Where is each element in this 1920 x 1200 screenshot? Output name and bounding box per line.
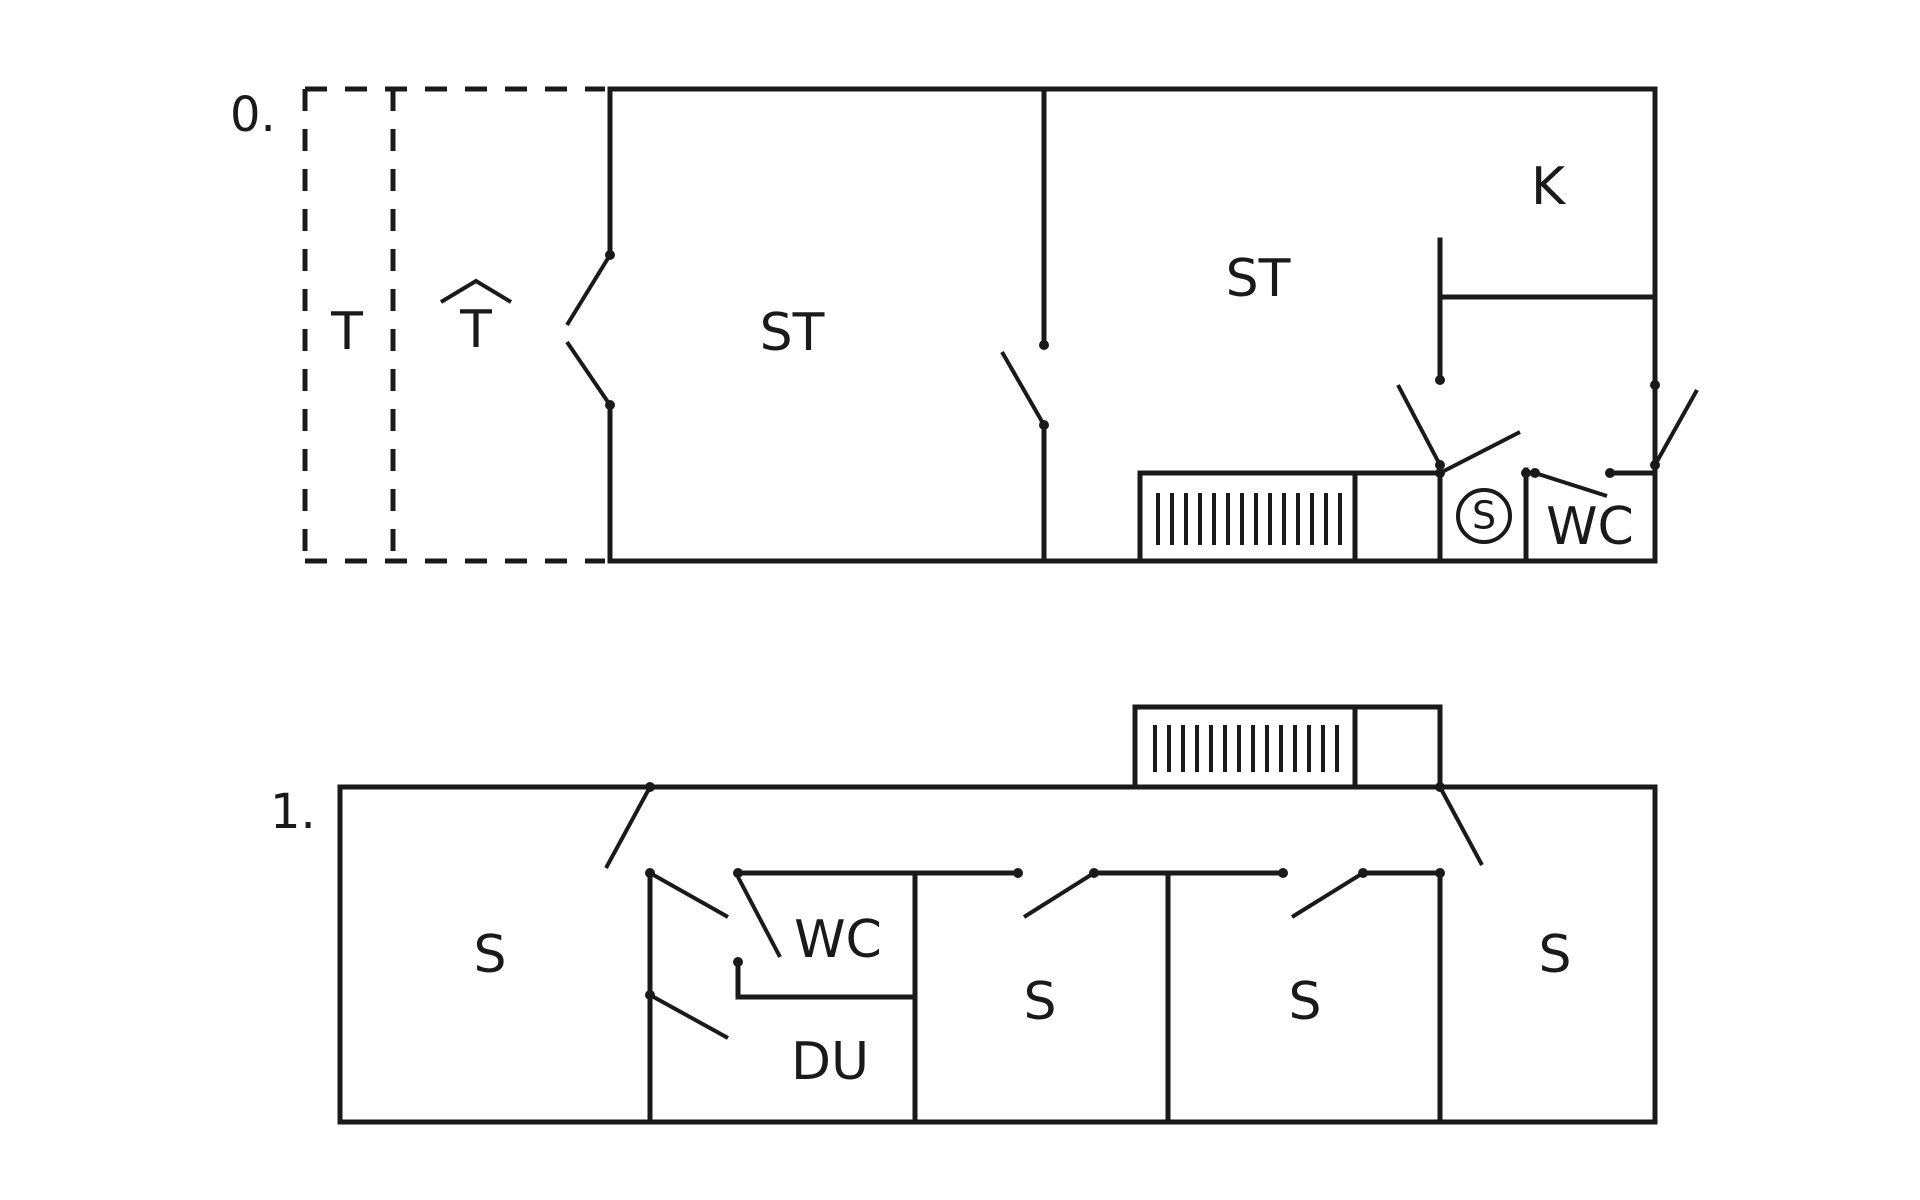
room-label-upper-wc: WC (794, 910, 882, 970)
upper-doors (645, 871, 1365, 1040)
room-label-shower: DU (791, 1032, 869, 1092)
room-label-terrace: T (330, 302, 363, 362)
ground-outer-walls (607, 86, 1658, 564)
room-label-ground-wc: WC (1546, 497, 1634, 557)
storage-symbol-ring (1456, 488, 1512, 544)
upper-floor: 1. (270, 704, 1658, 1125)
landing-doors (604, 782, 1484, 869)
upper-staircase (1132, 704, 1443, 790)
room-label-living-2: ST (1226, 249, 1291, 309)
level-label-ground: 0. (230, 87, 276, 143)
terrace-outline (302, 86, 605, 564)
level-label-upper: 1. (270, 784, 316, 840)
upper-outer-walls (337, 784, 1658, 1125)
room-label-bedroom-2: S (1023, 972, 1056, 1032)
room-label-living-1: ST (760, 303, 825, 363)
room-label-storage: S (1472, 494, 1496, 538)
room-label-terrace-cover: T (459, 300, 492, 360)
room-label-kitchen: K (1531, 157, 1567, 217)
service-rooms (1396, 384, 1699, 564)
room-label-bedroom-4: S (1538, 925, 1571, 985)
room-label-bedroom-3: S (1288, 972, 1321, 1032)
room-label-bedroom-1: S (473, 925, 506, 985)
ground-floor: 0. (230, 86, 1699, 564)
kitchen-walls (1435, 237, 1660, 390)
ground-staircase (1137, 470, 1443, 564)
entry-double-door (565, 250, 615, 410)
living-partition (1000, 86, 1049, 564)
roof-cover-icon (439, 278, 513, 304)
